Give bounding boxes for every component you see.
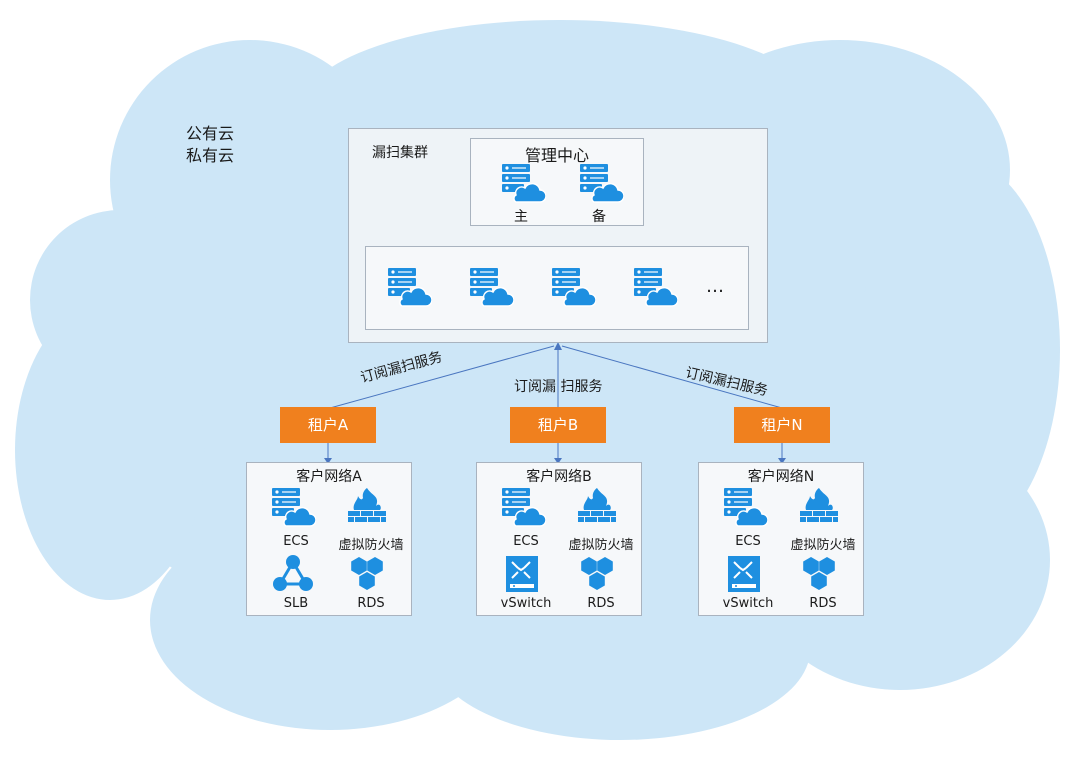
network-n-item-firewall: 虚拟防火墙 bbox=[790, 538, 856, 553]
network-b-item-rds: RDS bbox=[587, 596, 615, 611]
customer-network-b-title: 客户网络B bbox=[526, 469, 592, 485]
link-label-middle: 订阅漏 扫服务 bbox=[514, 379, 603, 395]
server-cloud-icon bbox=[388, 268, 433, 308]
cloud-label-public: 公有云 bbox=[186, 124, 235, 143]
server-cloud-icon bbox=[502, 164, 547, 204]
network-n-item-rds: RDS bbox=[809, 596, 837, 611]
network-a-item-rds: RDS bbox=[357, 596, 385, 611]
customer-network-a-title: 客户网络A bbox=[296, 469, 362, 485]
server-cloud-icon bbox=[552, 268, 597, 308]
rds-icon bbox=[346, 556, 388, 596]
firewall-icon bbox=[576, 486, 618, 526]
server-cloud-icon bbox=[634, 268, 679, 308]
customer-network-b-box bbox=[476, 462, 642, 616]
arrow-tenant-a bbox=[329, 345, 555, 409]
rds-icon bbox=[798, 556, 840, 596]
network-a-item-ecs: ECS bbox=[283, 534, 309, 549]
slb-icon bbox=[272, 554, 314, 594]
primary-label: 主 bbox=[514, 209, 528, 225]
customer-network-a-box bbox=[246, 462, 412, 616]
server-cloud-icon bbox=[502, 488, 547, 528]
server-cloud-icon bbox=[580, 164, 625, 204]
network-b-item-vswitch: vSwitch bbox=[500, 596, 552, 611]
tenant-a-badge: 租户A bbox=[280, 407, 376, 443]
customer-network-n-box bbox=[698, 462, 864, 616]
server-cloud-icon bbox=[724, 488, 769, 528]
vswitch-icon bbox=[504, 554, 544, 594]
more-nodes-ellipsis: … bbox=[706, 276, 724, 297]
network-a-item-slb: SLB bbox=[283, 596, 309, 611]
backup-label: 备 bbox=[592, 209, 606, 225]
server-cloud-icon bbox=[272, 488, 317, 528]
vswitch-icon bbox=[726, 554, 766, 594]
customer-network-n-title: 客户网络N bbox=[747, 469, 815, 485]
management-center-box bbox=[470, 138, 644, 226]
tenant-b-badge: 租户B bbox=[510, 407, 606, 443]
management-center-title: 管理中心 bbox=[524, 146, 589, 165]
firewall-icon bbox=[346, 486, 388, 526]
arrow-tenant-n bbox=[561, 345, 783, 409]
network-a-item-firewall: 虚拟防火墙 bbox=[338, 538, 404, 553]
network-n-item-ecs: ECS bbox=[735, 534, 761, 549]
rds-icon bbox=[576, 556, 618, 596]
server-cloud-icon bbox=[470, 268, 515, 308]
network-n-item-vswitch: vSwitch bbox=[722, 596, 774, 611]
network-b-item-firewall: 虚拟防火墙 bbox=[568, 538, 634, 553]
network-b-item-ecs: ECS bbox=[513, 534, 539, 549]
firewall-icon bbox=[798, 486, 840, 526]
scan-cluster-title: 漏扫集群 bbox=[372, 145, 428, 161]
cloud-label-private: 私有云 bbox=[186, 146, 235, 165]
tenant-n-badge: 租户N bbox=[734, 407, 830, 443]
